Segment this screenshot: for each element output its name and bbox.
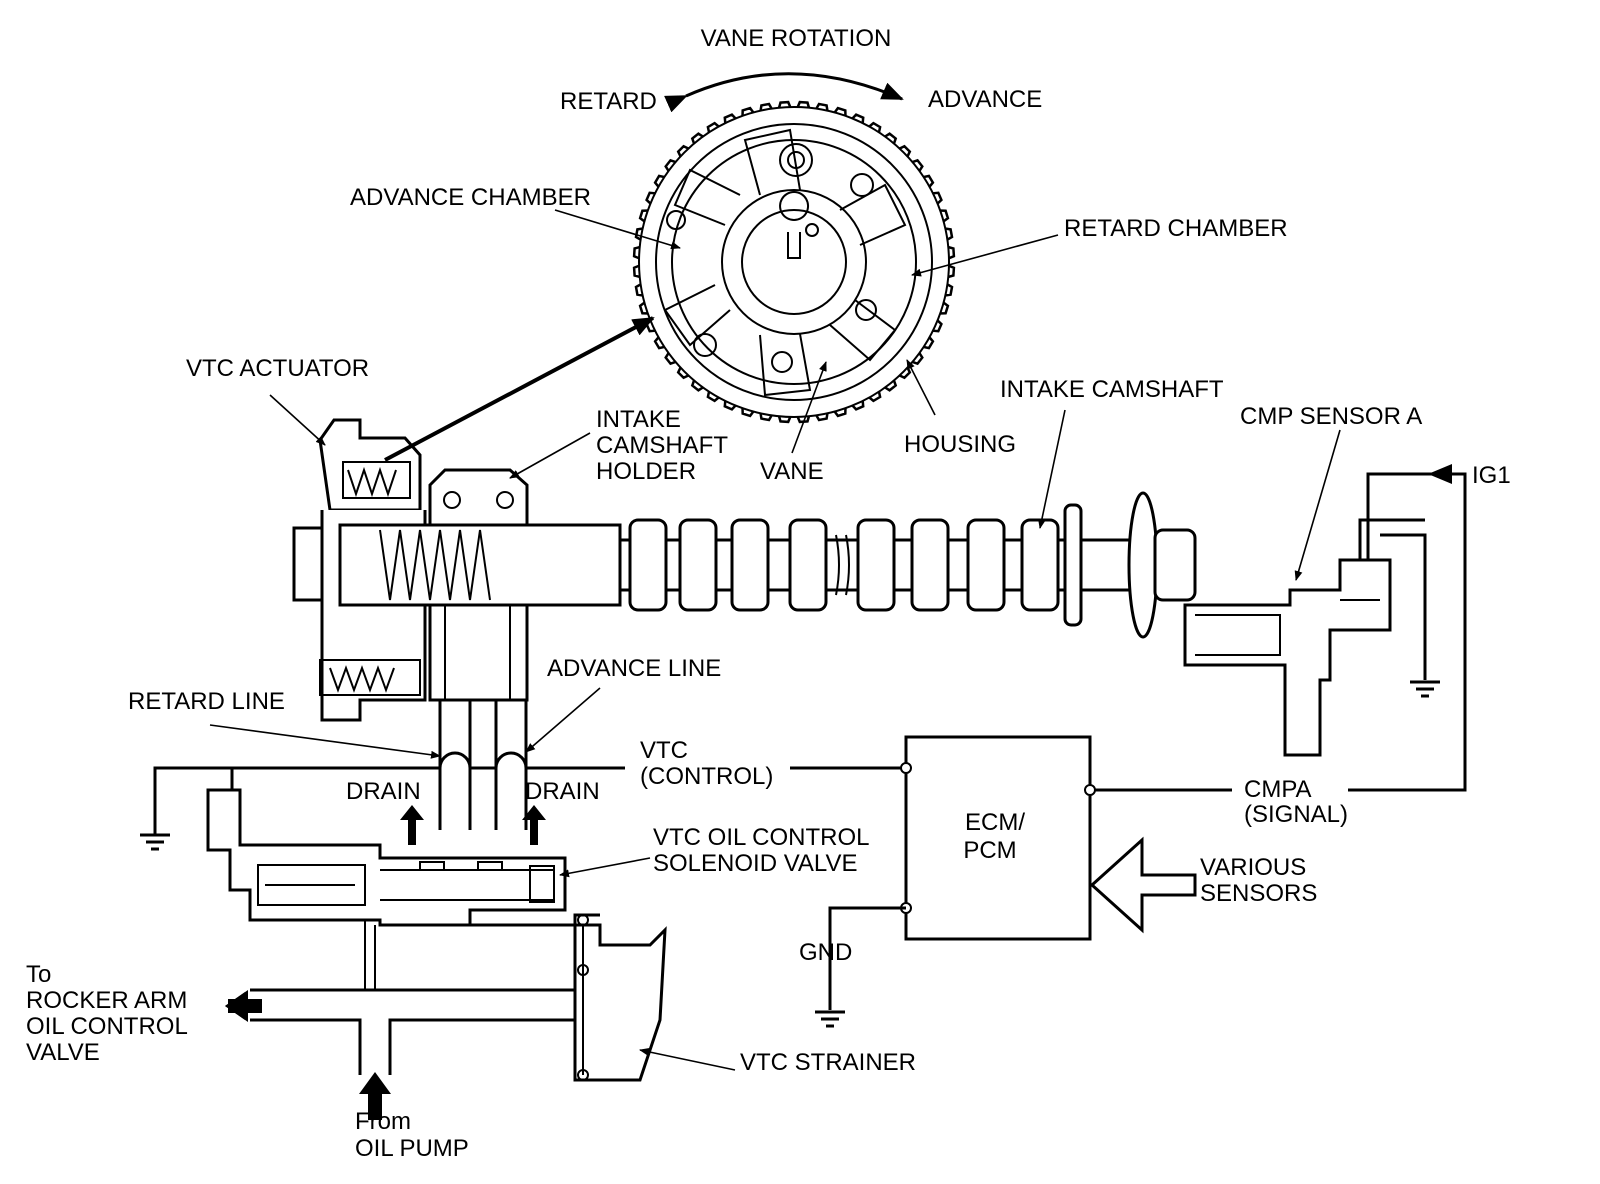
label-vane-rotation: VANE ROTATION bbox=[701, 25, 892, 52]
label-retard-line: RETARD LINE bbox=[128, 688, 285, 715]
label-retard: RETARD bbox=[560, 88, 657, 115]
cmp-sensor bbox=[1183, 558, 1392, 757]
label-to-1: To bbox=[26, 961, 51, 988]
label-solenoid-1: VTC OIL CONTROL bbox=[653, 824, 869, 851]
label-intake-camshaft-holder-1: INTAKE bbox=[596, 406, 681, 433]
label-ecm: ECM/ bbox=[965, 809, 1025, 836]
ground-symbols bbox=[140, 680, 1440, 1028]
label-intake-camshaft-holder-3: HOLDER bbox=[596, 458, 696, 485]
label-drain-right: DRAIN bbox=[525, 778, 600, 805]
from-oil-pump-arrow bbox=[359, 1072, 391, 1120]
oil-lines bbox=[153, 700, 906, 835]
label-advance-line: ADVANCE LINE bbox=[547, 655, 721, 682]
label-vtc-actuator: VTC ACTUATOR bbox=[186, 355, 369, 382]
label-housing: HOUSING bbox=[904, 431, 1016, 458]
label-gnd: GND bbox=[799, 939, 852, 966]
label-vtc-strainer: VTC STRAINER bbox=[740, 1049, 916, 1076]
label-to-4: VALVE bbox=[26, 1039, 100, 1066]
cam-sprocket bbox=[632, 100, 956, 424]
leader-lines bbox=[209, 209, 1341, 1071]
label-from-1: From bbox=[355, 1108, 411, 1135]
label-to-3: OIL CONTROL bbox=[26, 1013, 188, 1040]
label-vtc-control-1: VTC bbox=[640, 737, 688, 764]
label-vtc-control-2: (CONTROL) bbox=[640, 763, 773, 790]
label-cmpa-2: (SIGNAL) bbox=[1244, 801, 1348, 828]
to-rocker-arm-arrow bbox=[225, 990, 262, 1022]
various-sensors-arrow bbox=[1089, 836, 1197, 934]
labels: VANE ROTATION RETARD ADVANCE ADVANCE CHA… bbox=[26, 25, 1511, 1162]
label-ig1: IG1 bbox=[1472, 462, 1511, 489]
label-from-2: OIL PUMP bbox=[355, 1135, 469, 1162]
label-cmpa-1: CMPA bbox=[1244, 776, 1312, 803]
label-various-2: SENSORS bbox=[1200, 880, 1317, 907]
label-solenoid-2: SOLENOID VALVE bbox=[653, 850, 858, 877]
label-various-1: VARIOUS bbox=[1200, 854, 1306, 881]
label-advance: ADVANCE bbox=[928, 86, 1042, 113]
label-intake-camshaft-holder-2: CAMSHAFT bbox=[596, 432, 728, 459]
vtc-oil-control-solenoid-valve bbox=[206, 788, 567, 991]
label-drain-left: DRAIN bbox=[346, 778, 421, 805]
oil-supply-passage bbox=[250, 913, 667, 1082]
wiring bbox=[828, 464, 1467, 1010]
label-intake-camshaft: INTAKE CAMSHAFT bbox=[1000, 376, 1224, 403]
intake-camshaft bbox=[338, 491, 1197, 639]
label-cmp-sensor-a: CMP SENSOR A bbox=[1240, 403, 1422, 430]
vane-rotation-arrow bbox=[664, 72, 904, 113]
label-advance-chamber: ADVANCE CHAMBER bbox=[350, 184, 591, 211]
label-retard-chamber: RETARD CHAMBER bbox=[1064, 215, 1288, 242]
ecm-pcm-box bbox=[900, 735, 1096, 941]
drain-arrows bbox=[400, 805, 546, 845]
label-vane: VANE bbox=[760, 458, 824, 485]
label-to-2: ROCKER ARM bbox=[26, 987, 187, 1014]
label-pcm: PCM bbox=[963, 837, 1016, 864]
